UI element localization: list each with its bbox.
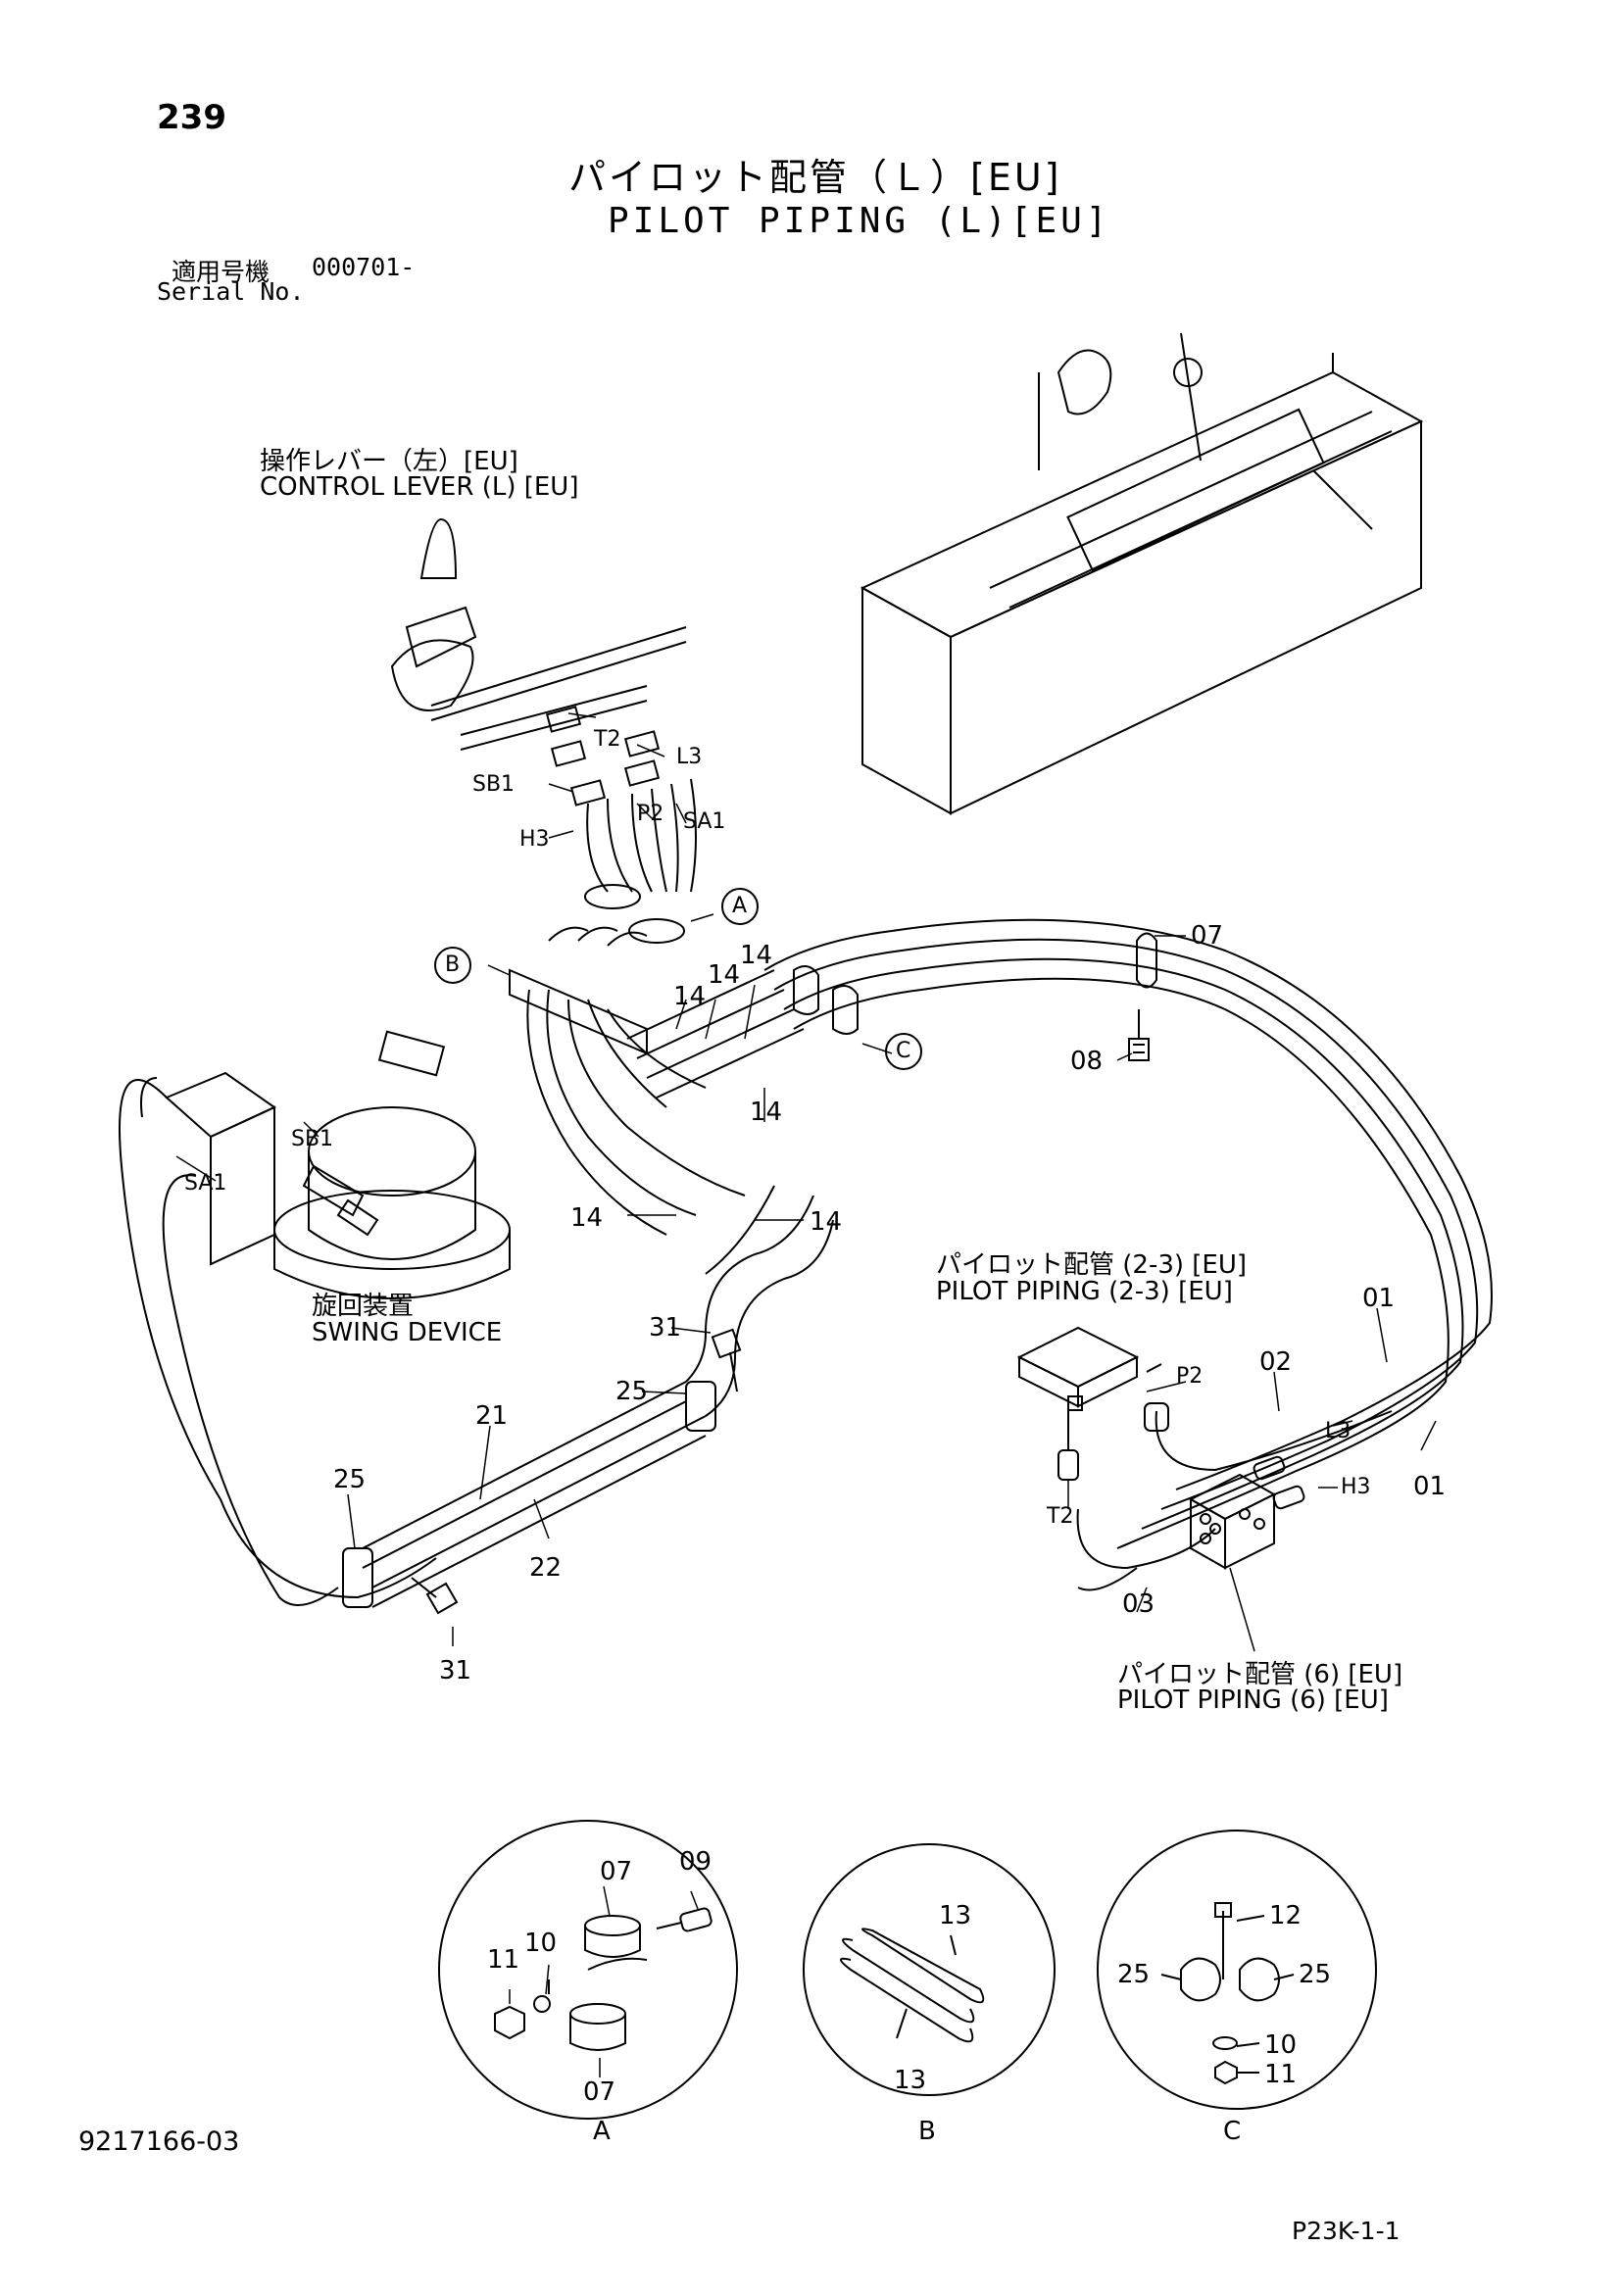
detail-a-circle <box>438 1820 738 2120</box>
part-number-09: 09 <box>679 1847 713 1877</box>
pilot-piping-6-label-jp: パイロット配管 (6) [EU] <box>1117 1660 1403 1689</box>
title-english: PILOT PIPING (L)[EU] <box>608 201 1111 241</box>
port-label-p2: P2 <box>637 802 664 826</box>
serial-label-japanese: 適用号機 <box>172 258 270 286</box>
part-number-21: 21 <box>475 1401 509 1431</box>
part-number-14: 14 <box>750 1098 783 1127</box>
pipes-21-22 <box>362 1185 834 1608</box>
serial-value: 000701- <box>312 253 416 281</box>
detail-c-label: C <box>1223 2117 1242 2146</box>
port-label-l3: L3 <box>676 745 703 769</box>
part-number-12: 12 <box>1269 1901 1303 1930</box>
callout-a-circle <box>721 888 759 925</box>
part-number-03: 03 <box>1122 1589 1155 1619</box>
port-label-sb1: SB1 <box>291 1127 334 1151</box>
clamp-25 <box>685 1381 716 1432</box>
detail-a-label: A <box>593 2117 611 2146</box>
page-number: 239 <box>157 98 226 137</box>
machine-frame-illustration <box>860 332 1424 815</box>
part-number-10: 10 <box>524 1929 558 1958</box>
part-number-14: 14 <box>570 1203 604 1233</box>
bolt-31 <box>425 1582 459 1615</box>
port-label-t2: T2 <box>1047 1504 1074 1529</box>
swing-device-label-en: SWING DEVICE <box>312 1318 503 1347</box>
port-label-sa1: SA1 <box>184 1171 227 1196</box>
part-number-13: 13 <box>939 1901 972 1930</box>
serial-label-english: Serial No. <box>157 277 305 306</box>
part-number-13: 13 <box>894 2066 927 2095</box>
port-label-p2: P2 <box>1176 1364 1204 1389</box>
callout-c-label: C <box>896 1039 911 1063</box>
port-label-t2: T2 <box>594 727 621 752</box>
hose-guard-group <box>526 926 805 1236</box>
callout-c-circle <box>885 1033 922 1070</box>
detail-b-parts <box>840 1928 985 2043</box>
part-number-01: 01 <box>1362 1284 1396 1313</box>
part-number-31: 31 <box>649 1313 682 1343</box>
part-number-08: 08 <box>1070 1047 1104 1076</box>
callout-b-label: B <box>445 953 461 977</box>
part-number-01: 01 <box>1413 1472 1447 1501</box>
swing-device-label-jp: 旋回装置 <box>312 1292 415 1321</box>
part-number-10: 10 <box>1264 2030 1298 2060</box>
part-number-14: 14 <box>673 982 707 1011</box>
clamp-25 <box>342 1547 373 1608</box>
detail-c-circle <box>1097 1830 1377 2110</box>
swing-device-illustration <box>165 1030 511 1299</box>
port-label-h3: H3 <box>519 827 550 852</box>
part-number-25: 25 <box>1117 1960 1151 1989</box>
swing-hose <box>119 1079 437 1599</box>
callout-a-label: A <box>732 894 748 918</box>
part-number-07: 07 <box>583 2077 616 2107</box>
detail-a-parts <box>494 1907 713 2051</box>
control-lever-label-jp: 操作レバー（左）[EU] <box>260 447 518 476</box>
part-number-07: 07 <box>600 1857 633 1886</box>
part-number-25: 25 <box>333 1465 367 1494</box>
pilot-valve-2-3 <box>1016 1326 1169 1432</box>
pilot-piping-23-label-jp: パイロット配管 (2-3) [EU] <box>936 1250 1248 1280</box>
control-lever-illustration <box>390 517 697 944</box>
part-number-14: 14 <box>810 1207 843 1237</box>
pilot-piping-6-label-en: PILOT PIPING (6) [EU] <box>1117 1685 1389 1715</box>
detail-c-parts <box>1160 1902 1295 2085</box>
port-label-h3: H3 <box>1341 1475 1371 1499</box>
callout-b-circle <box>434 947 471 984</box>
pilot-piping-23-label-en: PILOT PIPING (2-3) [EU] <box>936 1277 1233 1306</box>
part-number-31: 31 <box>439 1656 472 1685</box>
part-number-02: 02 <box>1259 1347 1293 1377</box>
control-lever-label-en: CONTROL LEVER (L) [EU] <box>260 472 579 502</box>
part-number-11: 11 <box>487 1945 520 1975</box>
clamp-07 <box>1136 932 1157 989</box>
part-number-11: 11 <box>1264 2060 1298 2089</box>
port-label-sa1: SA1 <box>683 809 726 834</box>
title-japanese: パイロット配管（Ｌ）[EU] <box>568 156 1062 199</box>
part-number-14: 14 <box>740 941 773 970</box>
detail-b-label: B <box>918 2117 936 2146</box>
part-number-07: 07 <box>1191 921 1224 951</box>
page-reference: P23K-1-1 <box>1292 2217 1401 2245</box>
hose-block <box>509 968 648 1055</box>
pilot-valve-6 <box>1188 1455 1305 1570</box>
part-number-22: 22 <box>529 1553 563 1583</box>
part-number-25: 25 <box>1299 1960 1332 1989</box>
document-number: 9217166-03 <box>78 2126 240 2157</box>
part-number-25: 25 <box>615 1377 649 1406</box>
port-label-l3: L3 <box>1325 1419 1352 1443</box>
detail-b-circle <box>803 1843 1056 2096</box>
pilot-pipes <box>763 918 1493 1591</box>
part-number-14: 14 <box>708 960 741 990</box>
port-label-sb1: SB1 <box>472 772 516 797</box>
